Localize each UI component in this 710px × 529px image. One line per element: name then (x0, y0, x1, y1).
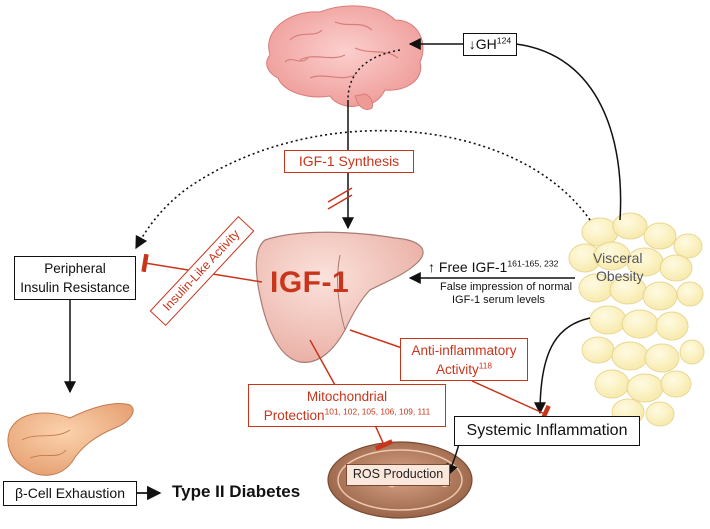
peripheral-label: Peripheral (44, 261, 106, 276)
fat-cell (621, 309, 659, 339)
brain-illustration (266, 5, 424, 110)
false-impression-line-2: IGF-1 serum levels (452, 294, 545, 306)
fat-cell (676, 281, 704, 307)
protection-label: Protection101, 102, 105, 106, 109, 111 (249, 406, 445, 425)
beta-cell-exhaustion-label: β-Cell Exhaustion (15, 485, 125, 501)
fat-cell (655, 311, 689, 341)
beta-cell-exhaustion-box: β-Cell Exhaustion (3, 481, 137, 506)
activity-text: Activity (435, 362, 479, 377)
insulin-resistance-label: Insulin Resistance (20, 280, 130, 295)
fat-cell (581, 336, 615, 364)
fat-cell (673, 233, 703, 259)
free-igf-text: ↑ Free IGF-1 (428, 259, 508, 275)
peripheral-insulin-resistance-box: Peripheral Insulin Resistance (14, 256, 136, 300)
igf-synthesis-label: IGF-1 Synthesis (298, 153, 400, 169)
fat-cell (594, 369, 630, 399)
ros-production-box: ROS Production (346, 464, 450, 486)
mitochondrial-ref: 101, 102, 105, 106, 109, 111 (324, 406, 431, 417)
anti-inflammatory-label: Anti-inflammatory (411, 343, 517, 358)
activity-label: Activity118 (401, 360, 527, 379)
igf-synthesis-box: IGF-1 Synthesis (284, 150, 414, 173)
fat-cell (611, 341, 649, 371)
ros-production-label: ROS Production (352, 467, 444, 481)
gh-box: ↓GH124 (463, 33, 517, 56)
fat-cell (660, 370, 692, 398)
fat-cell (645, 401, 675, 427)
type-2-diabetes-label: Type II Diabetes (172, 482, 301, 501)
visceral-fat-illustration (568, 212, 705, 427)
free-igf-label: ↑ Free IGF-1161-165, 232 (428, 259, 558, 275)
fat-cell (589, 305, 627, 335)
fat-cell (644, 343, 680, 373)
igf1-label: IGF-1 (270, 266, 350, 299)
false-impression-line-1: False impression of normal (440, 281, 573, 293)
systemic-inflammation-box: Systemic Inflammation (454, 416, 640, 446)
liver-illustration (255, 231, 424, 363)
fat-cell (643, 222, 677, 250)
gh-ref: 124 (496, 35, 512, 46)
protection-text: Protection (263, 408, 325, 423)
anti-inflammatory-ref: 118 (478, 360, 493, 371)
fat-cell (659, 254, 693, 282)
mitochondrial-protection-box: Mitochondrial Protection101, 102, 105, 1… (248, 384, 446, 427)
fat-cell (612, 212, 648, 240)
obesity-label: Obesity (596, 268, 644, 284)
pancreas-illustration (7, 402, 134, 476)
mitochondrial-label: Mitochondrial (306, 389, 388, 404)
free-igf-ref: 161-165, 232 (507, 258, 559, 269)
connector-lines (64, 38, 622, 501)
systemic-inflammation-label: Systemic Inflammation (466, 422, 628, 439)
fat-cell (626, 373, 664, 403)
fat-cell (679, 339, 705, 365)
visceral-label: Visceral (593, 250, 643, 266)
anti-inflammatory-box: Anti-inflammatory Activity118 (400, 338, 528, 381)
gh-label: ↓GH (468, 36, 497, 52)
fat-cell (642, 281, 678, 311)
